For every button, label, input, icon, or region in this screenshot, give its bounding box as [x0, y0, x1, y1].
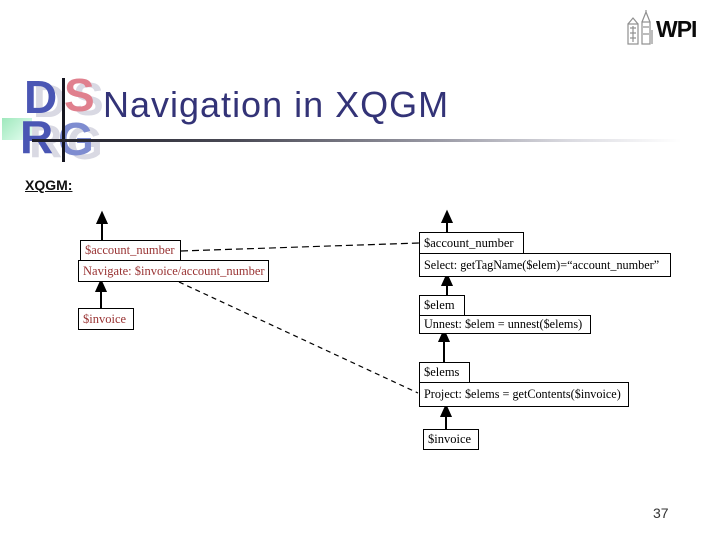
elems-var-box: $elems [419, 362, 470, 383]
navigate-operator-box: Navigate: $invoice/account_number [78, 260, 269, 282]
wpi-logo-text: WPI [656, 15, 697, 42]
select-operator-box: Select: getTagName($elem)=“account_numbe… [419, 253, 671, 277]
project-operator-box: Project: $elems = getContents($invoice) [419, 382, 629, 407]
dsrg-letter-d: D [24, 71, 58, 123]
right-input-var-box: $invoice [423, 429, 479, 450]
wpi-logo: WPI [626, 8, 712, 50]
elem-var-box: $elem [419, 295, 465, 316]
page-number: 37 [653, 505, 669, 521]
page-title: Navigation in XQGM [103, 84, 450, 125]
dsrg-logo: D S R G [0, 60, 120, 170]
logo-crosshair-line [62, 78, 65, 162]
title-underline-rule [32, 139, 708, 142]
left-input-var-box: $invoice [78, 308, 134, 330]
unnest-operator-box: Unnest: $elem = unnest($elems) [419, 315, 591, 334]
dsrg-letter-r: R [20, 111, 54, 163]
dsrg-letter-s: S [64, 69, 95, 121]
tower-icon [627, 10, 653, 45]
left-output-var-box: $account_number [80, 240, 181, 261]
right-output-var-box: $account_number [419, 232, 524, 254]
section-label: XQGM: [25, 177, 73, 193]
dsrg-green-block [2, 118, 32, 140]
